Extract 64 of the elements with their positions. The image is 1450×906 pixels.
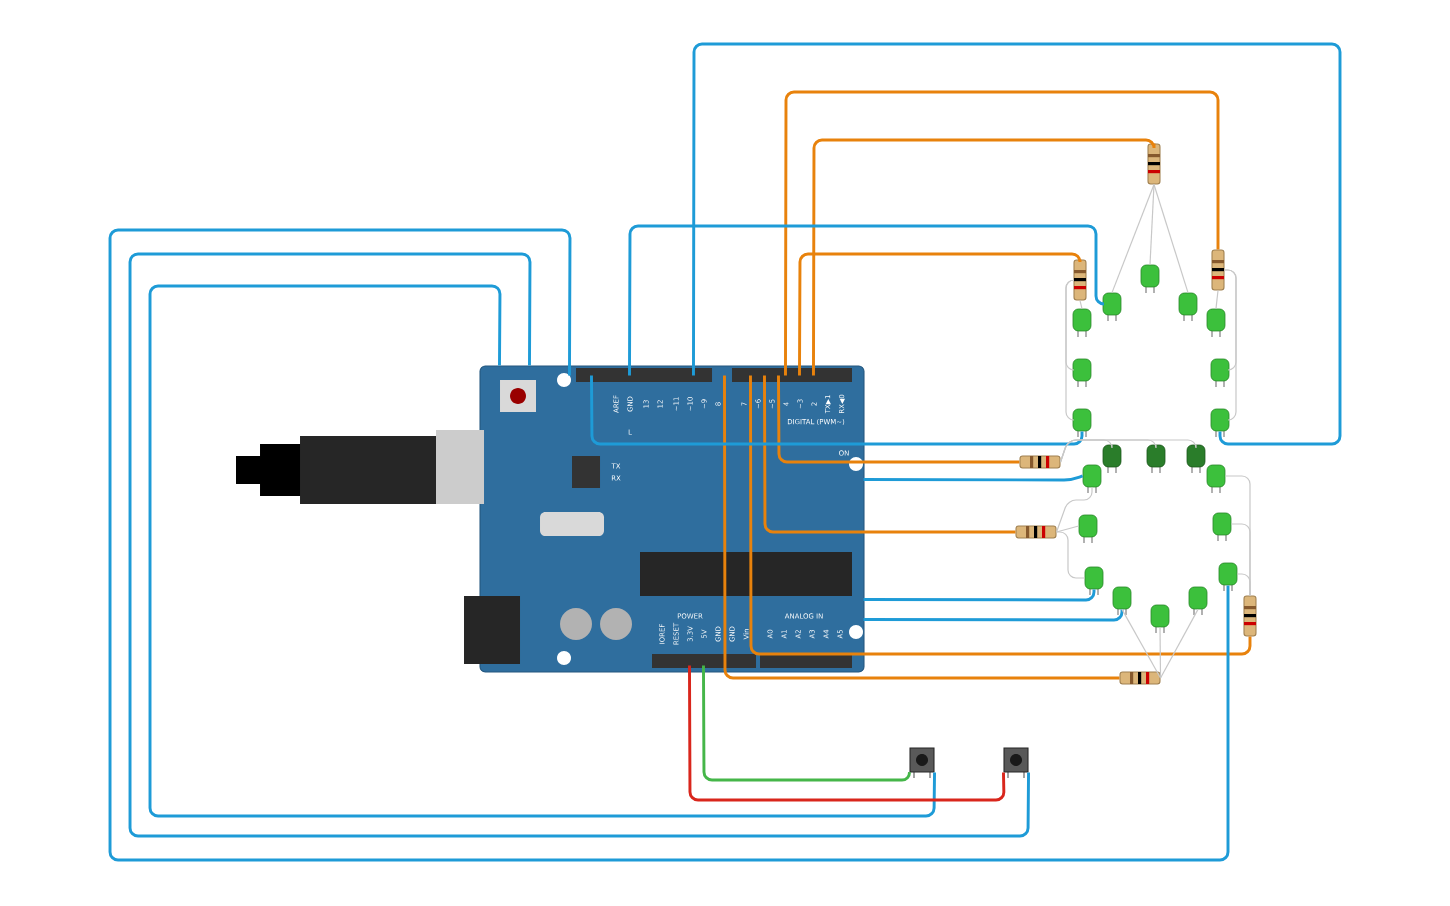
wire [1159,626,1162,679]
wire [148,284,936,818]
led [1186,444,1206,474]
led [1206,464,1226,494]
resistor [1019,455,1061,469]
wire [702,665,911,782]
led [1082,464,1102,494]
wire [1059,439,1197,463]
wire [812,138,1156,376]
wire [688,665,1006,802]
wire [1079,299,1083,310]
led [1210,358,1230,388]
led [1072,358,1092,388]
wire [763,375,1016,534]
led [1084,566,1104,596]
led [1150,604,1170,634]
resistor [1211,249,1225,291]
led [1072,408,1092,438]
led [1078,514,1098,544]
led [1146,444,1166,474]
resistor [1015,525,1057,539]
wire [784,90,1220,376]
wire [863,609,1124,622]
wire [108,228,1230,862]
wire [777,375,1020,464]
wire [1055,525,1080,533]
wire [1236,573,1251,597]
wire [1055,531,1086,579]
wire [1223,269,1237,421]
led [1140,264,1160,294]
resistor [1147,143,1161,185]
wire [128,252,1030,838]
wire [749,375,1252,656]
wire [1055,486,1093,533]
board-drawing [236,365,865,673]
led [1178,292,1198,322]
resistor [1073,259,1087,301]
led [1072,308,1092,338]
led [1212,512,1232,542]
push-button [1003,747,1029,779]
wire [692,42,1342,446]
push-button [909,747,935,779]
led [1102,444,1122,474]
led [1210,408,1230,438]
wire [1149,183,1155,266]
wire [863,589,1096,602]
led [1206,308,1226,338]
led [1218,562,1238,592]
wire [1121,608,1162,679]
wire [1159,608,1199,679]
led [1188,586,1208,616]
led [1102,292,1122,322]
wire [590,375,1084,446]
wire [1111,183,1155,294]
resistor [1119,671,1161,685]
wire [798,252,1082,376]
wire [723,375,1120,680]
wire [1153,183,1189,294]
wire [1065,279,1075,421]
wire [863,474,1084,482]
led [1112,586,1132,616]
resistor [1243,595,1257,637]
wire [628,224,1106,376]
wire [1215,289,1219,310]
